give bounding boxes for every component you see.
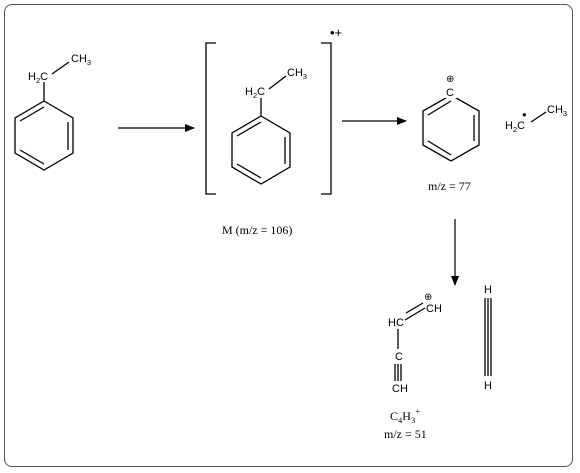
ch3-ch: CH <box>71 53 87 65</box>
ch2-h: H <box>245 86 253 98</box>
c4h3-cation: HC CH ⊕ C CH C4H3+ m/z = 51 <box>384 292 442 441</box>
formula-c: C <box>390 409 398 423</box>
ch2-sub: 2 <box>253 91 257 100</box>
radical-cation: H2C CH3 •+ M (m/z = 106) <box>205 25 342 237</box>
c-atom: C <box>395 351 403 363</box>
acetylene: H H <box>484 284 492 392</box>
ch2-c: C <box>40 71 48 83</box>
ch2-h: H <box>28 71 36 83</box>
benzene-ring <box>14 100 74 171</box>
ethylbenzene-molecule: H2C CH3 <box>14 53 91 171</box>
hc-atom: HC <box>388 317 404 329</box>
radical-dot: • <box>522 107 527 122</box>
c4h3-label: m/z = 51 <box>384 427 427 441</box>
ch3-sub: 3 <box>87 58 91 67</box>
left-bracket <box>205 42 216 195</box>
svg-text:CH3: CH3 <box>547 104 567 118</box>
ch2-c: C <box>517 120 525 132</box>
ch2-c: C <box>257 86 265 98</box>
svg-text:H2C: H2C <box>28 71 48 85</box>
svg-text:CH3: CH3 <box>287 67 307 81</box>
ethyl-radical: H2C • CH3 <box>505 104 567 134</box>
formula-c-sub: 4 <box>398 415 403 425</box>
formula-h: H <box>402 409 411 423</box>
phenyl-cation-label: m/z = 77 <box>428 179 471 193</box>
benzene-ring <box>422 94 480 162</box>
right-bracket <box>321 42 332 195</box>
cation-carbon: C <box>446 87 454 99</box>
ch-end-atom: CH <box>392 383 408 395</box>
svg-text:CH3: CH3 <box>71 53 91 67</box>
ch3-sub: 3 <box>303 72 307 81</box>
diagram-frame <box>4 4 573 467</box>
ch3-ch: CH <box>287 67 303 79</box>
ch2-h: H <box>505 120 513 132</box>
svg-text:H2C: H2C <box>245 86 265 100</box>
formula-charge: + <box>415 406 420 416</box>
ch-plus-atom: CH <box>426 303 442 315</box>
ch2-sub: 2 <box>36 76 40 85</box>
ch3-ch: CH <box>547 104 563 116</box>
ch2-sub: 2 <box>513 125 517 134</box>
cation-charge: ⊕ <box>446 74 454 85</box>
ch3-sub: 3 <box>563 109 567 118</box>
svg-text:C4H3+: C4H3+ <box>390 406 420 425</box>
acetylene-h-top: H <box>484 284 492 296</box>
svg-text:H2C: H2C <box>505 120 525 134</box>
formula-h-sub: 3 <box>411 415 415 425</box>
benzene-ring <box>231 115 291 185</box>
phenyl-cation: C ⊕ m/z = 77 <box>422 74 480 193</box>
c4h3-charge: ⊕ <box>424 292 432 303</box>
acetylene-h-bottom: H <box>484 380 492 392</box>
molecular-ion-label: M (m/z = 106) <box>222 223 292 237</box>
radical-cation-charge: •+ <box>330 25 342 40</box>
